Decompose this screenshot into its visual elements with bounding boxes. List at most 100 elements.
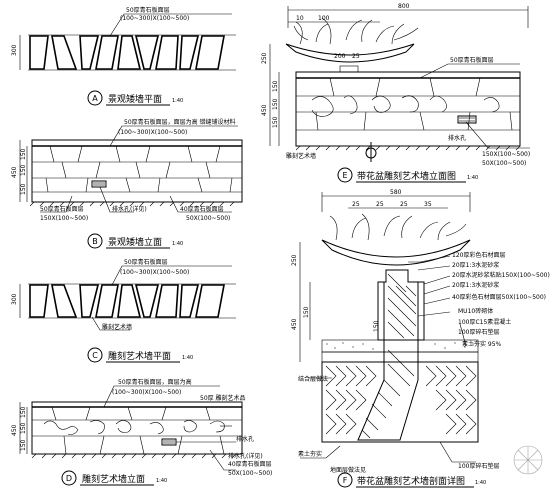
dim-150: 150 (272, 98, 279, 110)
left-note: 素土夯实 (298, 450, 322, 458)
dim-25: 25 (400, 201, 408, 208)
view-b-marker (87, 233, 103, 249)
view-letter: B (92, 237, 98, 246)
dim-250: 250 (291, 254, 298, 266)
view-scale: 1:40 (475, 480, 486, 486)
view-a-plan: 300 50厚青石板面层 (100~300)X(100~500) A 景观矮墙平… (11, 6, 236, 106)
callout-text: (100~300)X(100~500) (120, 15, 189, 22)
view-caption: 带花盆雕刻艺术墙立面图 (357, 170, 456, 182)
carved-relief-pattern (311, 95, 500, 117)
facing-stone (417, 281, 425, 341)
view-scale: 1:40 (172, 98, 183, 104)
dim-100: 100 (318, 15, 330, 22)
leader-line (40, 195, 73, 213)
dim-450: 450 (291, 318, 298, 330)
leader-line (300, 445, 341, 459)
callout-text: 排水孔(详见) (112, 205, 147, 213)
callout-text: 50厚青石板面层，面层为高 错缝铺设材料 (124, 118, 236, 126)
dim-150: 150 (20, 422, 27, 434)
dim-150: 150 (20, 183, 27, 195)
left-note: 结合层做法 (298, 375, 328, 383)
callout-text: 50X(100~500) (482, 160, 526, 167)
leader-line (423, 275, 451, 285)
layer-callout: 20厚水泥砂浆粘贴150X(100~500) (452, 271, 550, 279)
callout-text: 40厚青石板面层 (228, 460, 272, 468)
footing-column (357, 340, 419, 441)
view-d-marker (61, 470, 77, 486)
planter-bowl (321, 239, 471, 266)
soil-crosshatch (325, 365, 477, 435)
leader-line (109, 125, 238, 147)
callout-text: 50厚 雕刻艺术品 (200, 394, 246, 402)
callout-text: 50厚青石板面层 (450, 56, 494, 64)
callout-text: 50厚青石板面层 (40, 205, 84, 213)
ground-hatch (29, 201, 242, 207)
leader-line (99, 186, 134, 213)
callout-text: (100~300)X(100~500) (112, 389, 181, 396)
dim-250: 250 (261, 52, 268, 64)
leader-line (111, 265, 232, 286)
dim-800: 800 (398, 3, 410, 10)
layer-callout: 素土夯实 95% (462, 340, 502, 348)
view-letter: F (343, 476, 348, 485)
leader-line (459, 323, 467, 347)
planter-foliage (329, 213, 467, 241)
ground-hatch (31, 453, 242, 459)
dim-25: 25 (352, 53, 360, 60)
callout-text: 150X(100~500) (482, 151, 530, 158)
dim-300: 300 (11, 293, 18, 305)
view-d-elevation: 450 150 150 150 50厚青石板面层，面层为高 (100~300)X… (11, 378, 272, 486)
dim-200: 200 (334, 53, 346, 60)
layer-callout: 20厚1:3水泥砂浆 (452, 281, 499, 289)
callout-text: 50厚青石板面层 (126, 6, 170, 14)
planter-bowl (285, 43, 415, 63)
leader-line (465, 121, 530, 149)
wall-outline (31, 139, 243, 203)
dim-25: 25 (376, 201, 384, 208)
leader-line (439, 441, 476, 463)
dim-150: 150 (272, 80, 279, 92)
layer-callout: 100厚碎石垫层 (458, 328, 499, 336)
layer-callout: 100厚C15素混凝土 (458, 318, 511, 326)
dim-150: 150 (20, 164, 27, 176)
drain-hole (161, 438, 177, 446)
view-letter: C (92, 351, 98, 360)
callout-text: 雕刻艺术墙 (102, 323, 132, 331)
view-c-plan: 300 50厚青石板面层 (100~300)X(100~500) 雕刻艺术墙 C… (11, 258, 236, 363)
stone-joints (45, 145, 233, 193)
leader-line (169, 195, 232, 213)
dim-25: 25 (352, 201, 360, 208)
wall-outline (31, 401, 243, 455)
planter-pedestal (339, 65, 359, 73)
view-caption: 带花盆雕刻艺术墙剖面详图 (357, 475, 465, 487)
stone-joints (51, 406, 225, 455)
view-caption: 雕刻艺术墙立面 (82, 473, 145, 485)
leader-line (417, 265, 451, 271)
callout-text: 排水孔 (236, 435, 254, 443)
ground-hatch (295, 145, 521, 151)
drain-hole (91, 180, 107, 188)
view-scale: 1:40 (467, 175, 478, 181)
leader-line (91, 316, 130, 331)
callout-text: 50X(100~500) (186, 215, 230, 222)
layer-callout: 20厚1:3水泥砂浆 (452, 261, 499, 269)
leader-line (209, 449, 236, 471)
callout-text: 50厚青石板面层 (124, 258, 168, 266)
dim-150: 150 (373, 320, 380, 332)
dim-150: 150 (20, 148, 27, 160)
watermark-logo (513, 445, 543, 475)
view-scale: 1:40 (172, 241, 183, 247)
callout-text: 排水孔(详见) (228, 452, 263, 460)
wall-outline (295, 71, 521, 147)
wall-core (383, 269, 419, 341)
callout-text: 40厚青石板面层 (180, 205, 224, 213)
dim-300: 300 (11, 44, 18, 56)
view-a-marker (87, 90, 103, 106)
callout-text: 150X(100~500) (40, 215, 88, 222)
leader-line (408, 255, 451, 263)
layer-callout: MU10砖砌体 (458, 307, 493, 315)
view-b-elevation: 450 150 150 150 50厚青石板面层，面层为高 错缝铺设材料 (10… (11, 118, 243, 249)
bottom-note: 地面层做法见 (330, 466, 366, 474)
view-e-marker (337, 167, 353, 183)
